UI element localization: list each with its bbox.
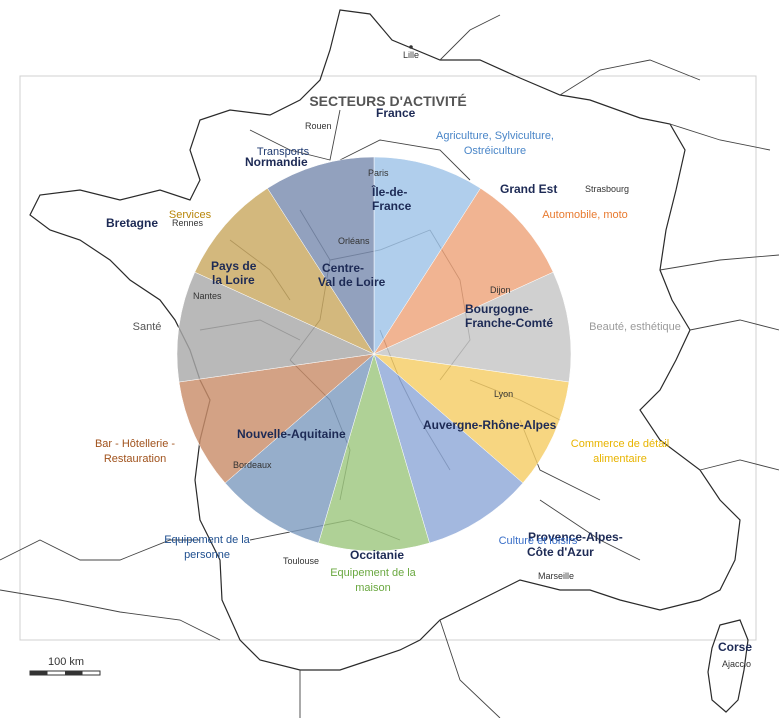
city-ajaccio: Ajaccio (722, 659, 751, 669)
region-nouvelle-aquitaine: Nouvelle-Aquitaine (237, 427, 346, 441)
pie-slice-2 (373, 271, 572, 383)
region-hauts-de-france: France (376, 106, 416, 120)
corsica-outline (707, 619, 749, 713)
slice-label-7: Bar - Hôtellerie -Restauration (95, 438, 175, 465)
city-dot-lille (409, 45, 413, 49)
slice-label-8: Santé (133, 321, 162, 333)
pie-slice-4 (373, 353, 524, 544)
slice-label-10: Transports (257, 146, 310, 158)
slice-label-0: Agriculture, Sylviculture,Ostréiculture (436, 130, 554, 157)
chart-title: SECTEURS D'ACTIVITÉ (309, 93, 466, 109)
pie-slice-1 (373, 187, 554, 355)
region-pays-de-la-loire: Pays de (211, 259, 257, 273)
france-map-outline (0, 9, 779, 718)
city-labels: Lille Rouen Paris Strasbourg Rennes Orlé… (172, 45, 751, 669)
chart-frame (19, 75, 757, 641)
region-bourgogne: Bourgogne- (465, 302, 533, 316)
region-pays-de-la-loire-2: la Loire (212, 273, 255, 287)
city-rennes: Rennes (172, 218, 204, 228)
scale-bar-seg2 (65, 671, 83, 675)
region-grand-est: Grand Est (500, 182, 557, 196)
sector-labels: Agriculture, Sylviculture,OstréicultureA… (95, 130, 681, 594)
region-corse: Corse (718, 640, 752, 654)
sector-pie-chart (176, 156, 572, 552)
city-bordeaux: Bordeaux (233, 460, 272, 470)
region-paca-2: Côte d'Azur (527, 545, 594, 559)
city-strasbourg: Strasbourg (585, 184, 629, 194)
slice-label-9: Services (169, 209, 212, 221)
france-coastline (29, 9, 741, 671)
slice-label-1: Automobile, moto (542, 209, 628, 221)
region-labels: France Normandie Île-de- France Grand Es… (106, 106, 752, 654)
pie-slice-0 (373, 156, 481, 355)
region-bretagne: Bretagne (106, 216, 158, 230)
city-toulouse: Toulouse (283, 556, 319, 566)
region-ile-de-france: Île-de- (371, 184, 407, 199)
city-paris: Paris (368, 168, 389, 178)
pie-slice-10 (267, 156, 375, 355)
city-marseille: Marseille (538, 571, 574, 581)
scale-bar-seg1 (30, 671, 48, 675)
scale-bar: 100 km (29, 656, 101, 676)
region-paca: Provence-Alpes- (528, 530, 623, 544)
pie-slice-5 (318, 353, 430, 552)
region-normandie: Normandie (245, 155, 308, 169)
region-auvergne: Auvergne-Rhône-Alpes (423, 418, 557, 432)
city-lille: Lille (403, 50, 419, 60)
region-occitanie: Occitanie (350, 548, 404, 562)
region-centre: Centre- (322, 261, 364, 275)
pie-slice-7 (178, 353, 375, 484)
pie-slice-3 (373, 353, 570, 484)
pie-slice-8 (176, 271, 375, 383)
region-bourgogne-2: Franche-Comté (465, 316, 553, 330)
region-centre-2: Val de Loire (318, 275, 386, 289)
pie-slice-9 (194, 187, 375, 355)
neighbour-borders (0, 14, 779, 718)
scale-label: 100 km (48, 656, 84, 668)
city-dijon: Dijon (490, 285, 511, 295)
slice-label-4: Culture et loisirs (499, 535, 578, 547)
region-ile-de-france-2: France (372, 199, 412, 213)
pie-slice-6 (224, 353, 375, 544)
city-nantes: Nantes (193, 291, 222, 301)
city-lyon: Lyon (494, 389, 513, 399)
city-rouen: Rouen (305, 121, 332, 131)
slice-label-2: Beauté, esthétique (589, 321, 681, 333)
city-orleans: Orléans (338, 236, 370, 246)
